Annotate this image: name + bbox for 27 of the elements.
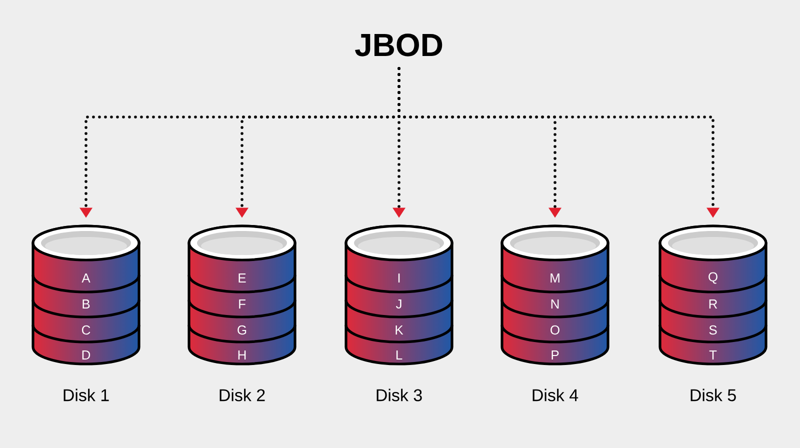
band-letter: E — [238, 274, 246, 282]
band-letter: Q — [708, 272, 718, 284]
disk-label: Disk 2 — [220, 388, 265, 402]
band-letter: F — [239, 300, 246, 308]
band-letter: G — [238, 325, 246, 335]
band-letter: J — [396, 299, 402, 309]
band-letter: H — [238, 350, 246, 360]
band-letter: L — [396, 350, 402, 360]
band-letter: D — [82, 350, 90, 360]
band-letter: T — [709, 350, 717, 360]
band-letter: M — [550, 274, 560, 282]
title-text: JBOD — [355, 34, 442, 56]
disk-label: Disk 5 — [690, 388, 736, 402]
band-letter: A — [82, 274, 90, 282]
band-letter: R — [709, 300, 718, 308]
band-letter: C — [82, 325, 90, 335]
band-letter: P — [552, 350, 559, 360]
disk-label: Disk 4 — [532, 388, 578, 402]
band-letter: N — [551, 300, 559, 308]
arrow — [398, 67, 720, 218]
disk-label: Disk 1 — [64, 388, 109, 402]
band-letter: B — [82, 300, 90, 308]
band-letter: S — [709, 325, 717, 335]
disk-label: Disk 3 — [376, 388, 422, 402]
band-letter: K — [396, 326, 404, 334]
band-letter: O — [550, 325, 560, 335]
band-letter: I — [398, 274, 400, 282]
